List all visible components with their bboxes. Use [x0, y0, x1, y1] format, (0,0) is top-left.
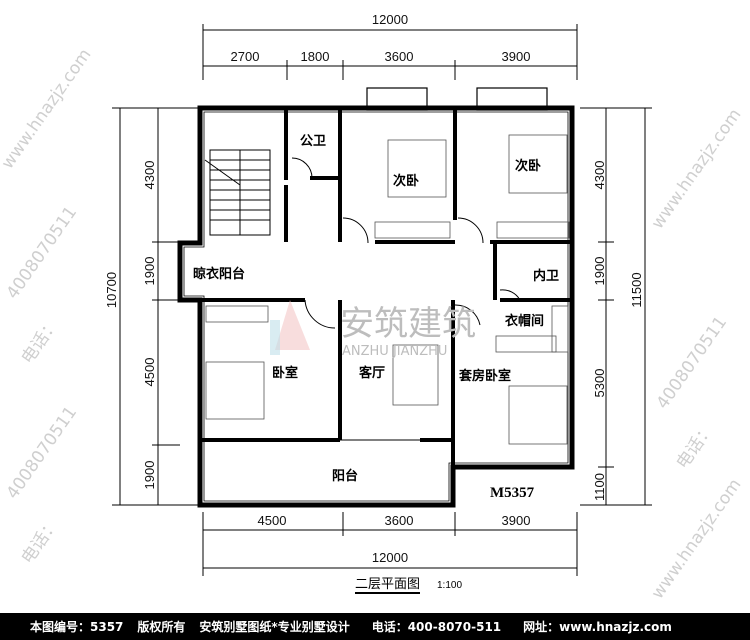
- footer-bar: 本图编号：5357 版权所有 安筑别墅图纸*专业别墅设计 电话：400-8070…: [0, 613, 750, 640]
- bottom-dimensions: 4500 3600 3900 12000: [202, 512, 578, 576]
- label-cloakroom: 衣帽间: [505, 313, 544, 329]
- drawing-title: 二层平面图 1:100: [355, 577, 462, 594]
- watermark-phone-label: 电话：: [18, 315, 64, 368]
- watermark-phone-label: 电话：: [18, 515, 64, 568]
- logo-text: 安筑建筑: [340, 304, 476, 344]
- label-bedroom: 卧室: [272, 365, 298, 381]
- label-drying-balcony: 晾衣阳台: [193, 266, 245, 282]
- staircase: [204, 149, 271, 236]
- scale-text: 1:100: [437, 580, 462, 591]
- dim-left-3: 4500: [142, 358, 157, 387]
- dim-left-1: 4300: [142, 161, 157, 190]
- dim-bottom-1: 4500: [258, 513, 287, 528]
- dim-right-2: 1900: [592, 257, 607, 286]
- footer-copyright: 版权所有: [137, 620, 186, 634]
- watermark-site: www.hnazjz.com: [0, 45, 95, 173]
- label-inner-bath: 内卫: [533, 268, 559, 284]
- watermark-phone-label: 电话：: [673, 420, 719, 473]
- watermark-phone: 4008070511: [3, 403, 81, 503]
- label-second-bedroom-2: 次卧: [515, 158, 541, 174]
- beds: [205, 134, 568, 445]
- walls: [177, 87, 575, 508]
- label-balcony: 阳台: [332, 468, 358, 484]
- title-text: 二层平面图: [355, 577, 420, 592]
- dim-top-1: 2700: [231, 49, 260, 64]
- top-dimensions: 12000 2700 1800 3600 3900: [202, 12, 578, 80]
- dim-left-2: 1900: [142, 257, 157, 286]
- watermark-site: www.hnazjz.com: [648, 475, 746, 603]
- footer-phone: 电话：400-8070-511: [371, 620, 502, 634]
- watermark-site: www.hnazjz.com: [648, 105, 746, 233]
- dim-right-3: 5300: [592, 369, 607, 398]
- footer-slogan: 安筑别墅图纸*专业别墅设计: [199, 620, 350, 634]
- dim-right-4: 1100: [592, 473, 607, 501]
- dim-right-1: 4300: [592, 161, 607, 190]
- label-suite-bedroom: 套房卧室: [458, 368, 511, 384]
- dim-top-total: 12000: [372, 12, 408, 27]
- footer-drawing-no: 本图编号：5357: [30, 620, 124, 634]
- dim-bottom-total: 12000: [372, 550, 408, 565]
- dim-right-total: 11500: [629, 272, 644, 307]
- label-living-room: 客厅: [359, 365, 385, 381]
- dim-bottom-2: 3600: [385, 513, 414, 528]
- dim-top-2: 1800: [301, 49, 330, 64]
- left-dimensions: 10700 4300 1900 4500 1900: [104, 107, 200, 506]
- label-second-bedroom-1: 次卧: [393, 173, 419, 189]
- footer-website[interactable]: 网址：www.hnazjz.com: [523, 620, 672, 634]
- logo-subtext: ANZHU JIANZHU: [342, 344, 447, 359]
- plan-code: M5357: [490, 485, 535, 501]
- dim-top-4: 3900: [502, 49, 531, 64]
- dim-left-4: 1900: [142, 461, 157, 490]
- logo-watermark: 安筑建筑 ANZHU JIANZHU: [270, 300, 476, 359]
- dim-left-total: 10700: [104, 272, 119, 308]
- dim-bottom-3: 3900: [502, 513, 531, 528]
- room-labels: 公卫 次卧 次卧 晾衣阳台 内卫 衣帽间 卧室 客厅 套房卧室 阳台 M5357: [193, 134, 559, 501]
- label-public-bath: 公卫: [300, 134, 326, 149]
- dim-top-3: 3600: [385, 49, 414, 64]
- right-dimensions: 4300 1900 5300 1100 11500: [580, 107, 652, 506]
- watermark-phone: 4008070511: [653, 313, 731, 413]
- watermark-phone: 4008070511: [3, 203, 81, 303]
